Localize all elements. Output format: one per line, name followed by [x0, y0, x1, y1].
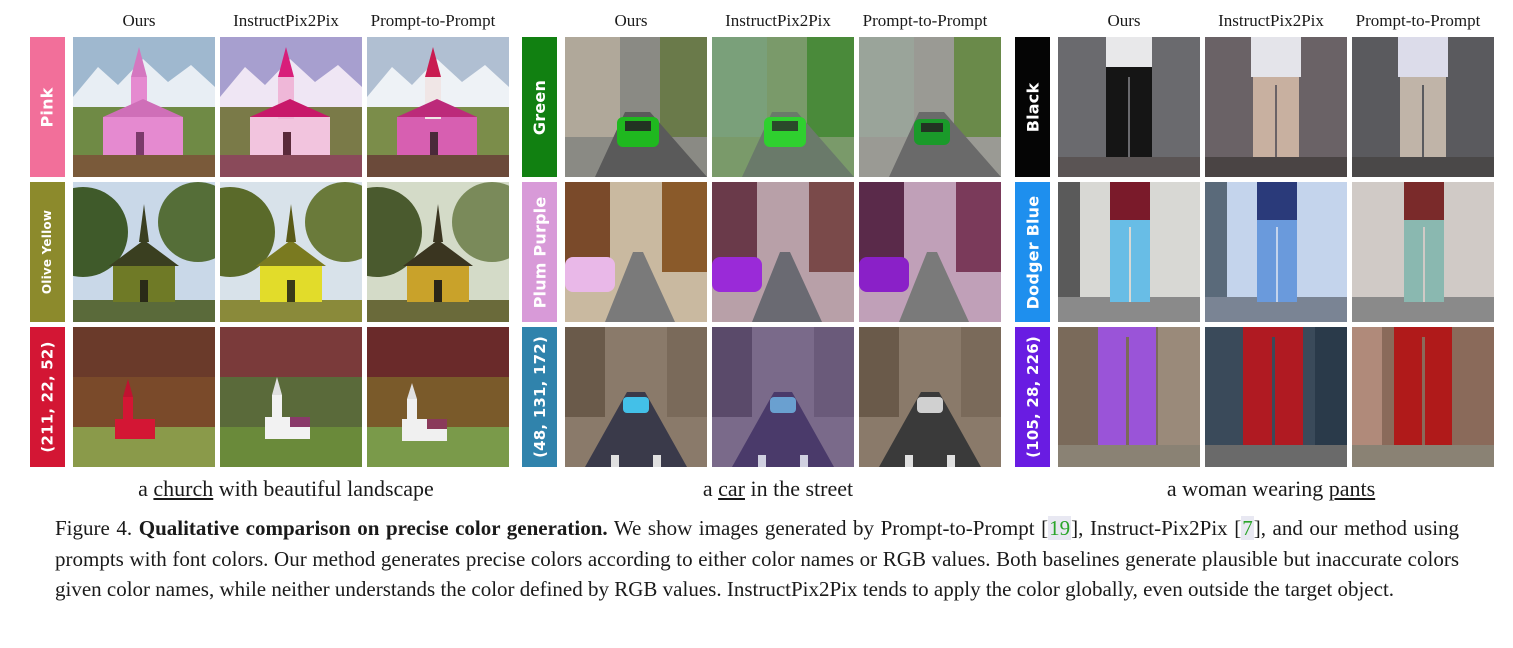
color-label: (211, 22, 52) — [38, 341, 57, 453]
figure-title: Qualitative comparison on precise color … — [138, 516, 608, 540]
image-instructpix2pix — [220, 37, 362, 177]
column-headers: Ours InstructPix2Pix Prompt-to-Prompt — [560, 8, 996, 34]
image-prompt-to-prompt — [859, 37, 1001, 177]
panel-caption: a woman wearing pants — [1166, 476, 1376, 501]
row-black: Black — [1015, 37, 1494, 177]
image-prompt-to-prompt — [367, 327, 509, 467]
image-ours — [1058, 37, 1200, 177]
color-swatch: (211, 22, 52) — [30, 327, 65, 467]
panel-caption: a church with beautiful landscape — [138, 476, 434, 501]
image-instructpix2pix — [220, 327, 362, 467]
image-prompt-to-prompt — [859, 182, 1001, 322]
color-swatch: Black — [1015, 37, 1050, 177]
row-rgb-48-131-172: (48, 131, 172) — [522, 327, 1001, 467]
row-dodger-blue: Dodger Blue — [1015, 182, 1494, 322]
image-prompt-to-prompt — [367, 37, 509, 177]
color-swatch: Pink — [30, 37, 65, 177]
row-green: Green — [522, 37, 1001, 177]
image-instructpix2pix — [712, 37, 854, 177]
image-ours — [565, 182, 707, 322]
panel-church: Ours InstructPix2Pix Prompt-to-Prompt Pi… — [30, 0, 509, 510]
image-instructpix2pix — [1205, 327, 1347, 467]
row-plum-purple: Plum Purple — [522, 182, 1001, 322]
image-ours — [565, 327, 707, 467]
color-label: Dodger Blue — [1023, 195, 1042, 309]
image-prompt-to-prompt — [367, 182, 509, 322]
image-ours — [73, 327, 215, 467]
figure-label: Figure 4. — [55, 516, 133, 540]
image-instructpix2pix — [712, 182, 854, 322]
column-headers: Ours InstructPix2Pix Prompt-to-Prompt — [68, 8, 504, 34]
color-label: (48, 131, 172) — [530, 336, 549, 458]
color-swatch: Dodger Blue — [1015, 182, 1050, 322]
image-ours — [73, 182, 215, 322]
image-instructpix2pix — [1205, 182, 1347, 322]
image-ours — [565, 37, 707, 177]
column-header-prompt-to-prompt: Prompt-to-Prompt — [862, 11, 988, 30]
panel-caption: a car in the street — [702, 476, 854, 501]
image-prompt-to-prompt — [1352, 327, 1494, 467]
image-ours — [1058, 327, 1200, 467]
image-instructpix2pix — [1205, 37, 1347, 177]
column-header-ours: Ours — [614, 11, 648, 30]
column-header-ours: Ours — [122, 11, 156, 30]
image-ours — [1058, 182, 1200, 322]
citation-link[interactable]: 7 — [1241, 516, 1254, 540]
column-header-prompt-to-prompt: Prompt-to-Prompt — [370, 11, 496, 30]
row-olive-yellow: Olive Yellow — [30, 182, 509, 322]
column-header-instructpix2pix: InstructPix2Pix — [233, 11, 339, 30]
column-header-ours: Ours — [1107, 11, 1141, 30]
panel-car: Ours InstructPix2Pix Prompt-to-Prompt Gr… — [522, 0, 1001, 510]
color-swatch: Green — [522, 37, 557, 177]
figure-caption: Figure 4. Qualitative comparison on prec… — [55, 516, 1460, 601]
color-label: Black — [1023, 82, 1043, 132]
column-header-instructpix2pix: InstructPix2Pix — [1218, 11, 1324, 30]
color-swatch: (105, 28, 226) — [1015, 327, 1050, 467]
color-label: (105, 28, 226) — [1023, 336, 1042, 458]
color-label: Plum Purple — [530, 196, 549, 308]
image-prompt-to-prompt — [1352, 182, 1494, 322]
image-instructpix2pix — [712, 327, 854, 467]
image-prompt-to-prompt — [859, 327, 1001, 467]
color-label: Olive Yellow — [40, 209, 55, 295]
color-swatch: (48, 131, 172) — [522, 327, 557, 467]
column-headers: Ours InstructPix2Pix Prompt-to-Prompt — [1053, 8, 1489, 34]
image-ours — [73, 37, 215, 177]
column-header-instructpix2pix: InstructPix2Pix — [725, 11, 831, 30]
color-swatch: Plum Purple — [522, 182, 557, 322]
color-label: Pink — [38, 86, 58, 128]
color-swatch: Olive Yellow — [30, 182, 65, 322]
row-rgb-211-22-52: (211, 22, 52) — [30, 327, 509, 467]
color-label: Green — [530, 79, 549, 135]
panel-pants: Ours InstructPix2Pix Prompt-to-Prompt Bl… — [1015, 0, 1494, 510]
image-instructpix2pix — [220, 182, 362, 322]
column-header-prompt-to-prompt: Prompt-to-Prompt — [1355, 11, 1481, 30]
citation-link[interactable]: 19 — [1048, 516, 1072, 540]
row-rgb-105-28-226: (105, 28, 226) — [1015, 327, 1494, 467]
image-prompt-to-prompt — [1352, 37, 1494, 177]
row-pink: Pink — [30, 37, 509, 177]
